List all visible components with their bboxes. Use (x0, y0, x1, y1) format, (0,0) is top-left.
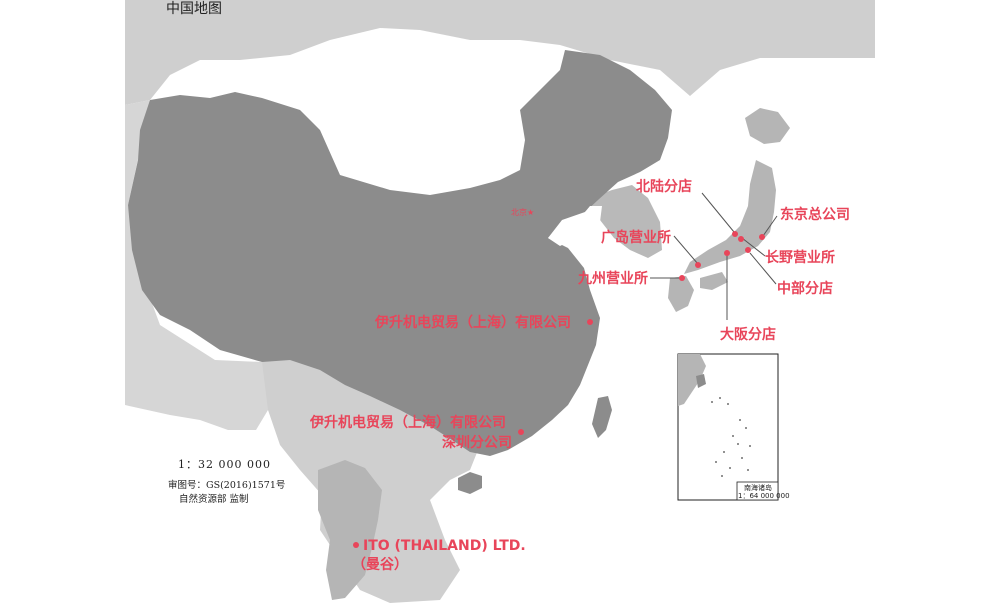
label-shenzhen-line1: 伊升机电贸易（上海）有限公司 (310, 415, 506, 431)
inset-caption-box (736, 481, 779, 501)
china-landmass (128, 50, 672, 456)
leader-tokyo (762, 215, 778, 237)
marker-tokyo (759, 234, 765, 240)
approval-block: 审图号：GS(2016)1571号 自然资源部 监制 (168, 479, 285, 507)
label-nagano: 长野营业所 (765, 250, 835, 266)
japan-honshu (684, 160, 776, 274)
label-osaka: 大阪分店 (720, 327, 776, 343)
leader-hokuriku (701, 192, 735, 233)
capital-label: 北京★ (511, 207, 534, 218)
label-chubu: 中部分店 (777, 281, 833, 297)
label-shanghai: 伊升机电贸易（上海）有限公司 (375, 315, 571, 331)
inset-label: 南海诸岛 (744, 484, 772, 492)
west-landmass (125, 100, 268, 430)
leader-lines (650, 192, 778, 320)
inset-coast (678, 354, 706, 406)
marker-shenzhen (518, 429, 524, 435)
approval-number: 审图号：GS(2016)1571号 (168, 480, 286, 491)
japan-shikoku (700, 272, 728, 290)
inset-caption: 南海诸岛 1：64 000 000 (738, 484, 790, 500)
leader-nagano (741, 237, 766, 257)
marker-nagano (738, 236, 744, 242)
label-kyushu: 九州营业所 (578, 271, 648, 287)
marker-kyushu (679, 275, 685, 281)
inset-island (696, 374, 706, 388)
marker-thailand (353, 542, 359, 548)
marker-osaka (724, 250, 730, 256)
label-hokuriku: 北陆分店 (636, 179, 692, 195)
thailand-landmass (318, 460, 382, 600)
map-scale: 1：32 000 000 (178, 458, 271, 471)
approval-authority: 自然资源部 监制 (179, 494, 249, 505)
japan-kyushu (668, 276, 694, 312)
label-thailand-line2: （曼谷） (352, 557, 408, 573)
capital-star-icon: ★ (527, 208, 535, 217)
japan-hokkaido (745, 108, 790, 144)
taiwan-island (592, 396, 612, 438)
inset-frame (677, 353, 779, 501)
leader-chubu (749, 252, 777, 285)
north-landmass (125, 0, 875, 105)
inset-scale: 1：64 000 000 (738, 492, 790, 500)
inset-dots (711, 397, 751, 477)
marker-chubu (745, 247, 751, 253)
label-hiroshima: 广岛营业所 (601, 230, 671, 246)
location-markers (353, 231, 765, 548)
marker-hokuriku (732, 231, 738, 237)
label-tokyo: 东京总公司 (780, 207, 850, 223)
map-title: 中国地图 (166, 1, 222, 17)
marker-shanghai (587, 319, 593, 325)
marker-hiroshima (695, 262, 701, 268)
label-thailand-line1: ITO (THAILAND) LTD. (363, 538, 526, 554)
korea-landmass (585, 185, 662, 258)
capital-name: 北京 (511, 208, 527, 217)
bohai-sea (548, 206, 602, 246)
hainan-island (458, 472, 482, 494)
label-shenzhen-line2: 深圳分公司 (442, 435, 512, 451)
leader-hiroshima (673, 235, 699, 265)
